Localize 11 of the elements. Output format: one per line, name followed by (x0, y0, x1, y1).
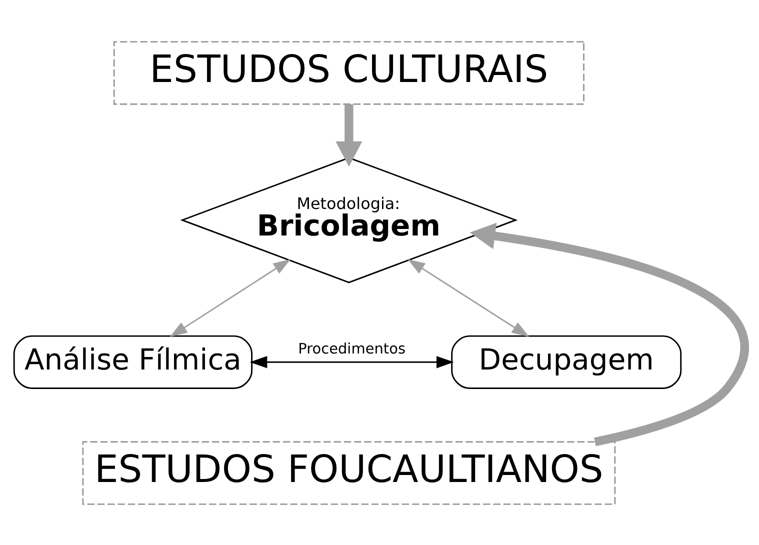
node-diamond: Metodologia: Bricolagem (180, 156, 518, 283)
arrow (470, 222, 748, 446)
edge-label: Procedimentos (298, 340, 406, 357)
node-box: ESTUDOS FOUCAULTIANOS (82, 440, 616, 504)
arrow (250, 356, 454, 368)
arrow (336, 104, 362, 166)
arrow (408, 258, 530, 336)
node-box: Decupagem (451, 334, 682, 388)
arrow (170, 258, 291, 336)
node-box: ESTUDOS CULTURAIS (113, 40, 584, 104)
node-box: Análise Fílmica (13, 334, 253, 388)
